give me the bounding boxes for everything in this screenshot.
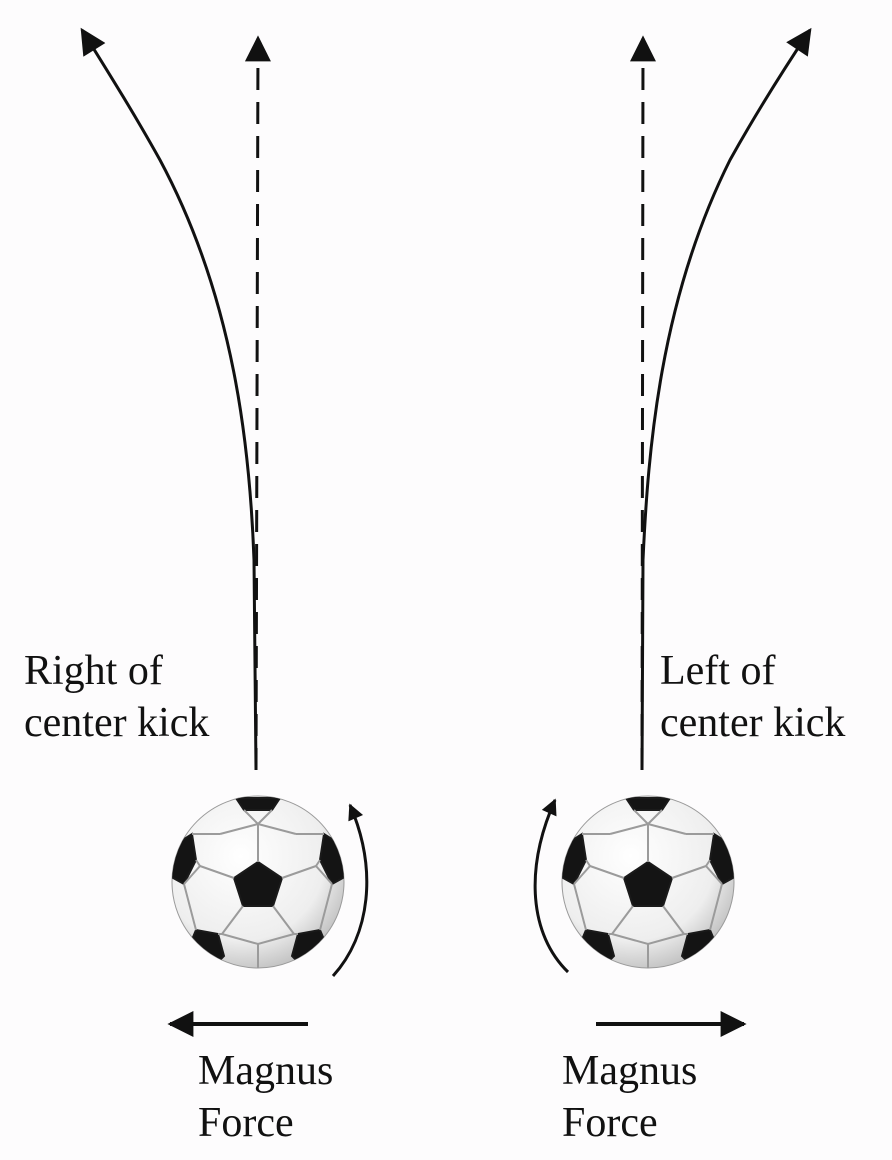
label-line: Magnus	[198, 1048, 334, 1094]
label-magnus-force-right: Magnus Force	[562, 1045, 697, 1149]
label-line: Right of	[24, 648, 163, 694]
soccer-ball-icon-right	[556, 796, 740, 972]
label-line: center kick	[24, 700, 210, 746]
label-line: Force	[198, 1100, 294, 1146]
spin-arrow-left	[331, 803, 369, 978]
label-line: Force	[562, 1100, 658, 1146]
label-left-of-center-kick: Left of center kick	[660, 645, 845, 749]
label-line: Magnus	[562, 1048, 698, 1094]
soccer-ball-icon-left	[166, 796, 350, 972]
label-line: center kick	[660, 700, 846, 746]
curved-path-left	[80, 27, 258, 771]
label-right-of-center-kick: Right of center kick	[24, 645, 209, 749]
label-magnus-force-left: Magnus Force	[198, 1045, 333, 1149]
curved-path-right	[640, 27, 812, 771]
spin-arrow-right	[533, 798, 570, 974]
label-line: Left of	[660, 648, 776, 694]
